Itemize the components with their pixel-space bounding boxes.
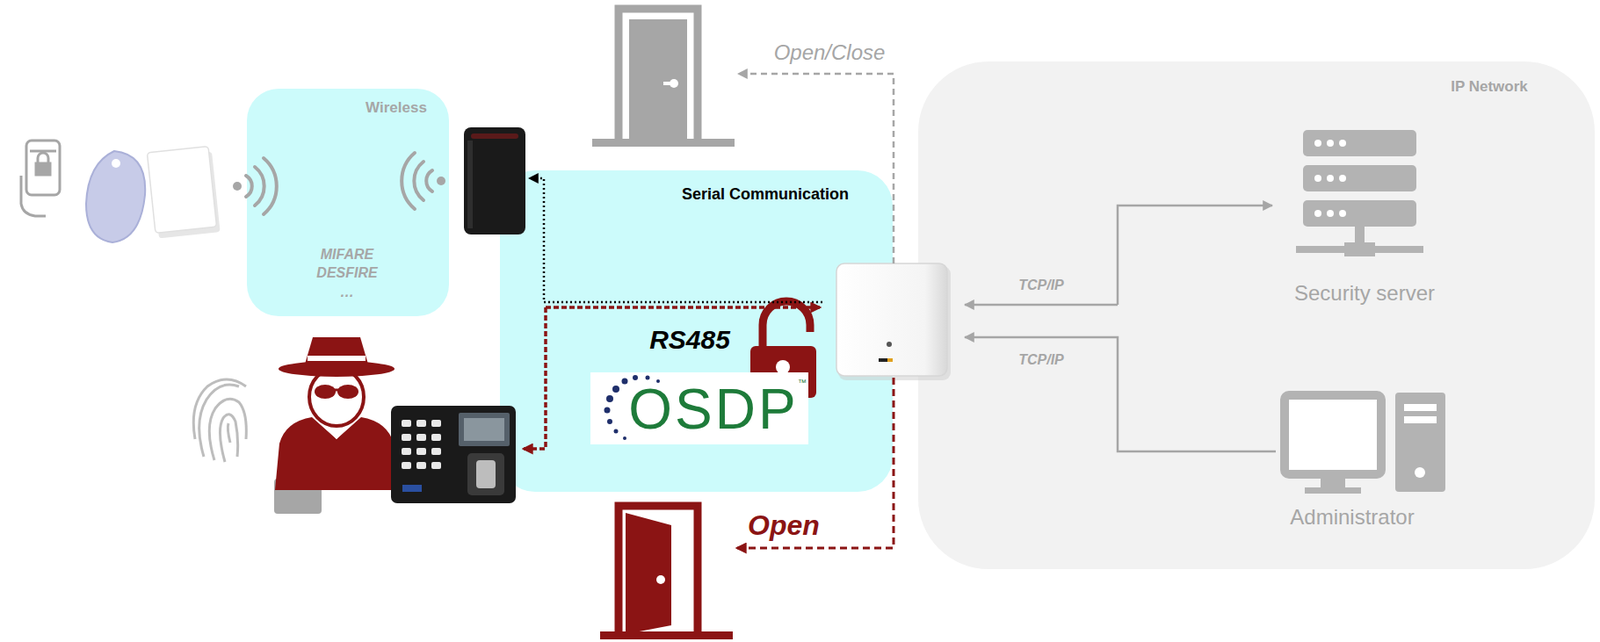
node-label: Security server xyxy=(1294,281,1435,306)
closed-door-icon xyxy=(592,8,735,147)
region-title: IP Network xyxy=(1450,78,1528,96)
computer-icon xyxy=(1284,392,1446,494)
protocol-list: MIFARE DESFIRE … xyxy=(316,245,377,303)
wireless-region: WirelessMIFARE DESFIRE … xyxy=(246,88,449,317)
region-title: Wireless xyxy=(365,99,428,117)
open-door-icon xyxy=(600,506,733,640)
admin-node: Administrator xyxy=(1256,499,1450,538)
card-reader xyxy=(463,127,526,235)
fingerprint-icon xyxy=(193,379,247,463)
keypad-reader xyxy=(390,405,516,504)
open-lock-icon xyxy=(750,301,817,399)
protocol-label: TCP/IP xyxy=(1018,352,1065,369)
server-icon xyxy=(1295,130,1424,257)
network-wires xyxy=(964,205,1276,452)
network-region: Security serverAdministrator IP Network xyxy=(918,61,1595,570)
protocol-label: TCP/IP xyxy=(1018,277,1065,294)
serial-wire xyxy=(522,307,546,449)
serial-wire xyxy=(545,305,821,310)
logo-text: OSDP xyxy=(628,377,798,443)
credential-icons xyxy=(86,146,221,243)
trademark-mark: ™ xyxy=(797,377,807,389)
door-controller xyxy=(836,263,951,381)
osdp-logo xyxy=(590,372,809,445)
door-signal-line xyxy=(738,73,894,264)
signal-label: Open/Close xyxy=(774,40,886,66)
hacker-figure xyxy=(275,337,399,491)
server-node: Security server xyxy=(1265,274,1468,313)
wireless-waves xyxy=(232,152,446,215)
node-label: Administrator xyxy=(1289,505,1414,530)
signal-label: Open xyxy=(747,509,820,543)
phone-icon xyxy=(21,140,60,217)
region-title: Serial Communication xyxy=(681,185,849,204)
serial-wire xyxy=(528,178,823,303)
bus-name: RS485 xyxy=(649,325,731,356)
door-signal-line xyxy=(736,377,894,549)
